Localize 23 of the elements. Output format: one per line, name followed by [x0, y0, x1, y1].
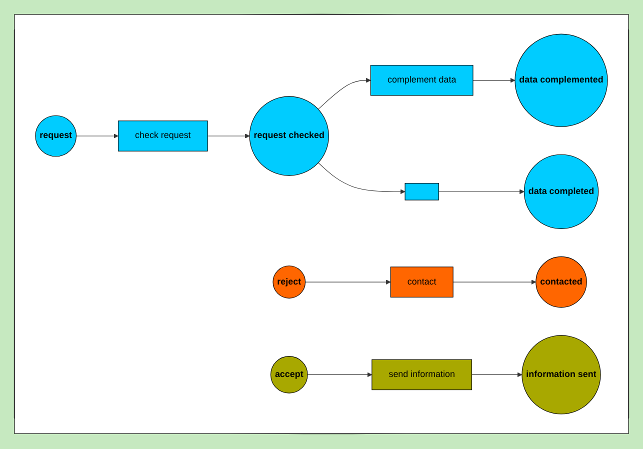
arrow: [207, 134, 250, 139]
node-box: send information: [372, 360, 472, 391]
node-circle: data completed: [524, 154, 599, 230]
arrow: [318, 78, 371, 110]
arrow: [307, 372, 372, 378]
node-circle: information sent: [522, 336, 601, 415]
arrow: [438, 190, 524, 195]
arrow: [305, 280, 391, 285]
node-circle: data complemented: [514, 34, 608, 128]
node-box: complement data: [370, 65, 474, 96]
arrow: [452, 280, 536, 285]
node-circle: reject: [272, 266, 306, 299]
node-circle: accept: [270, 356, 308, 394]
node-box: [404, 183, 439, 201]
arrow: [471, 372, 522, 378]
node-circle: request: [35, 116, 77, 158]
node-circle: contacted: [536, 256, 587, 308]
node-box: contact: [390, 267, 454, 298]
arrow: [318, 162, 406, 195]
node-circle: request checked: [249, 96, 329, 176]
arrow: [472, 78, 516, 84]
arrow: [76, 134, 118, 139]
node-box: check request: [118, 121, 208, 152]
